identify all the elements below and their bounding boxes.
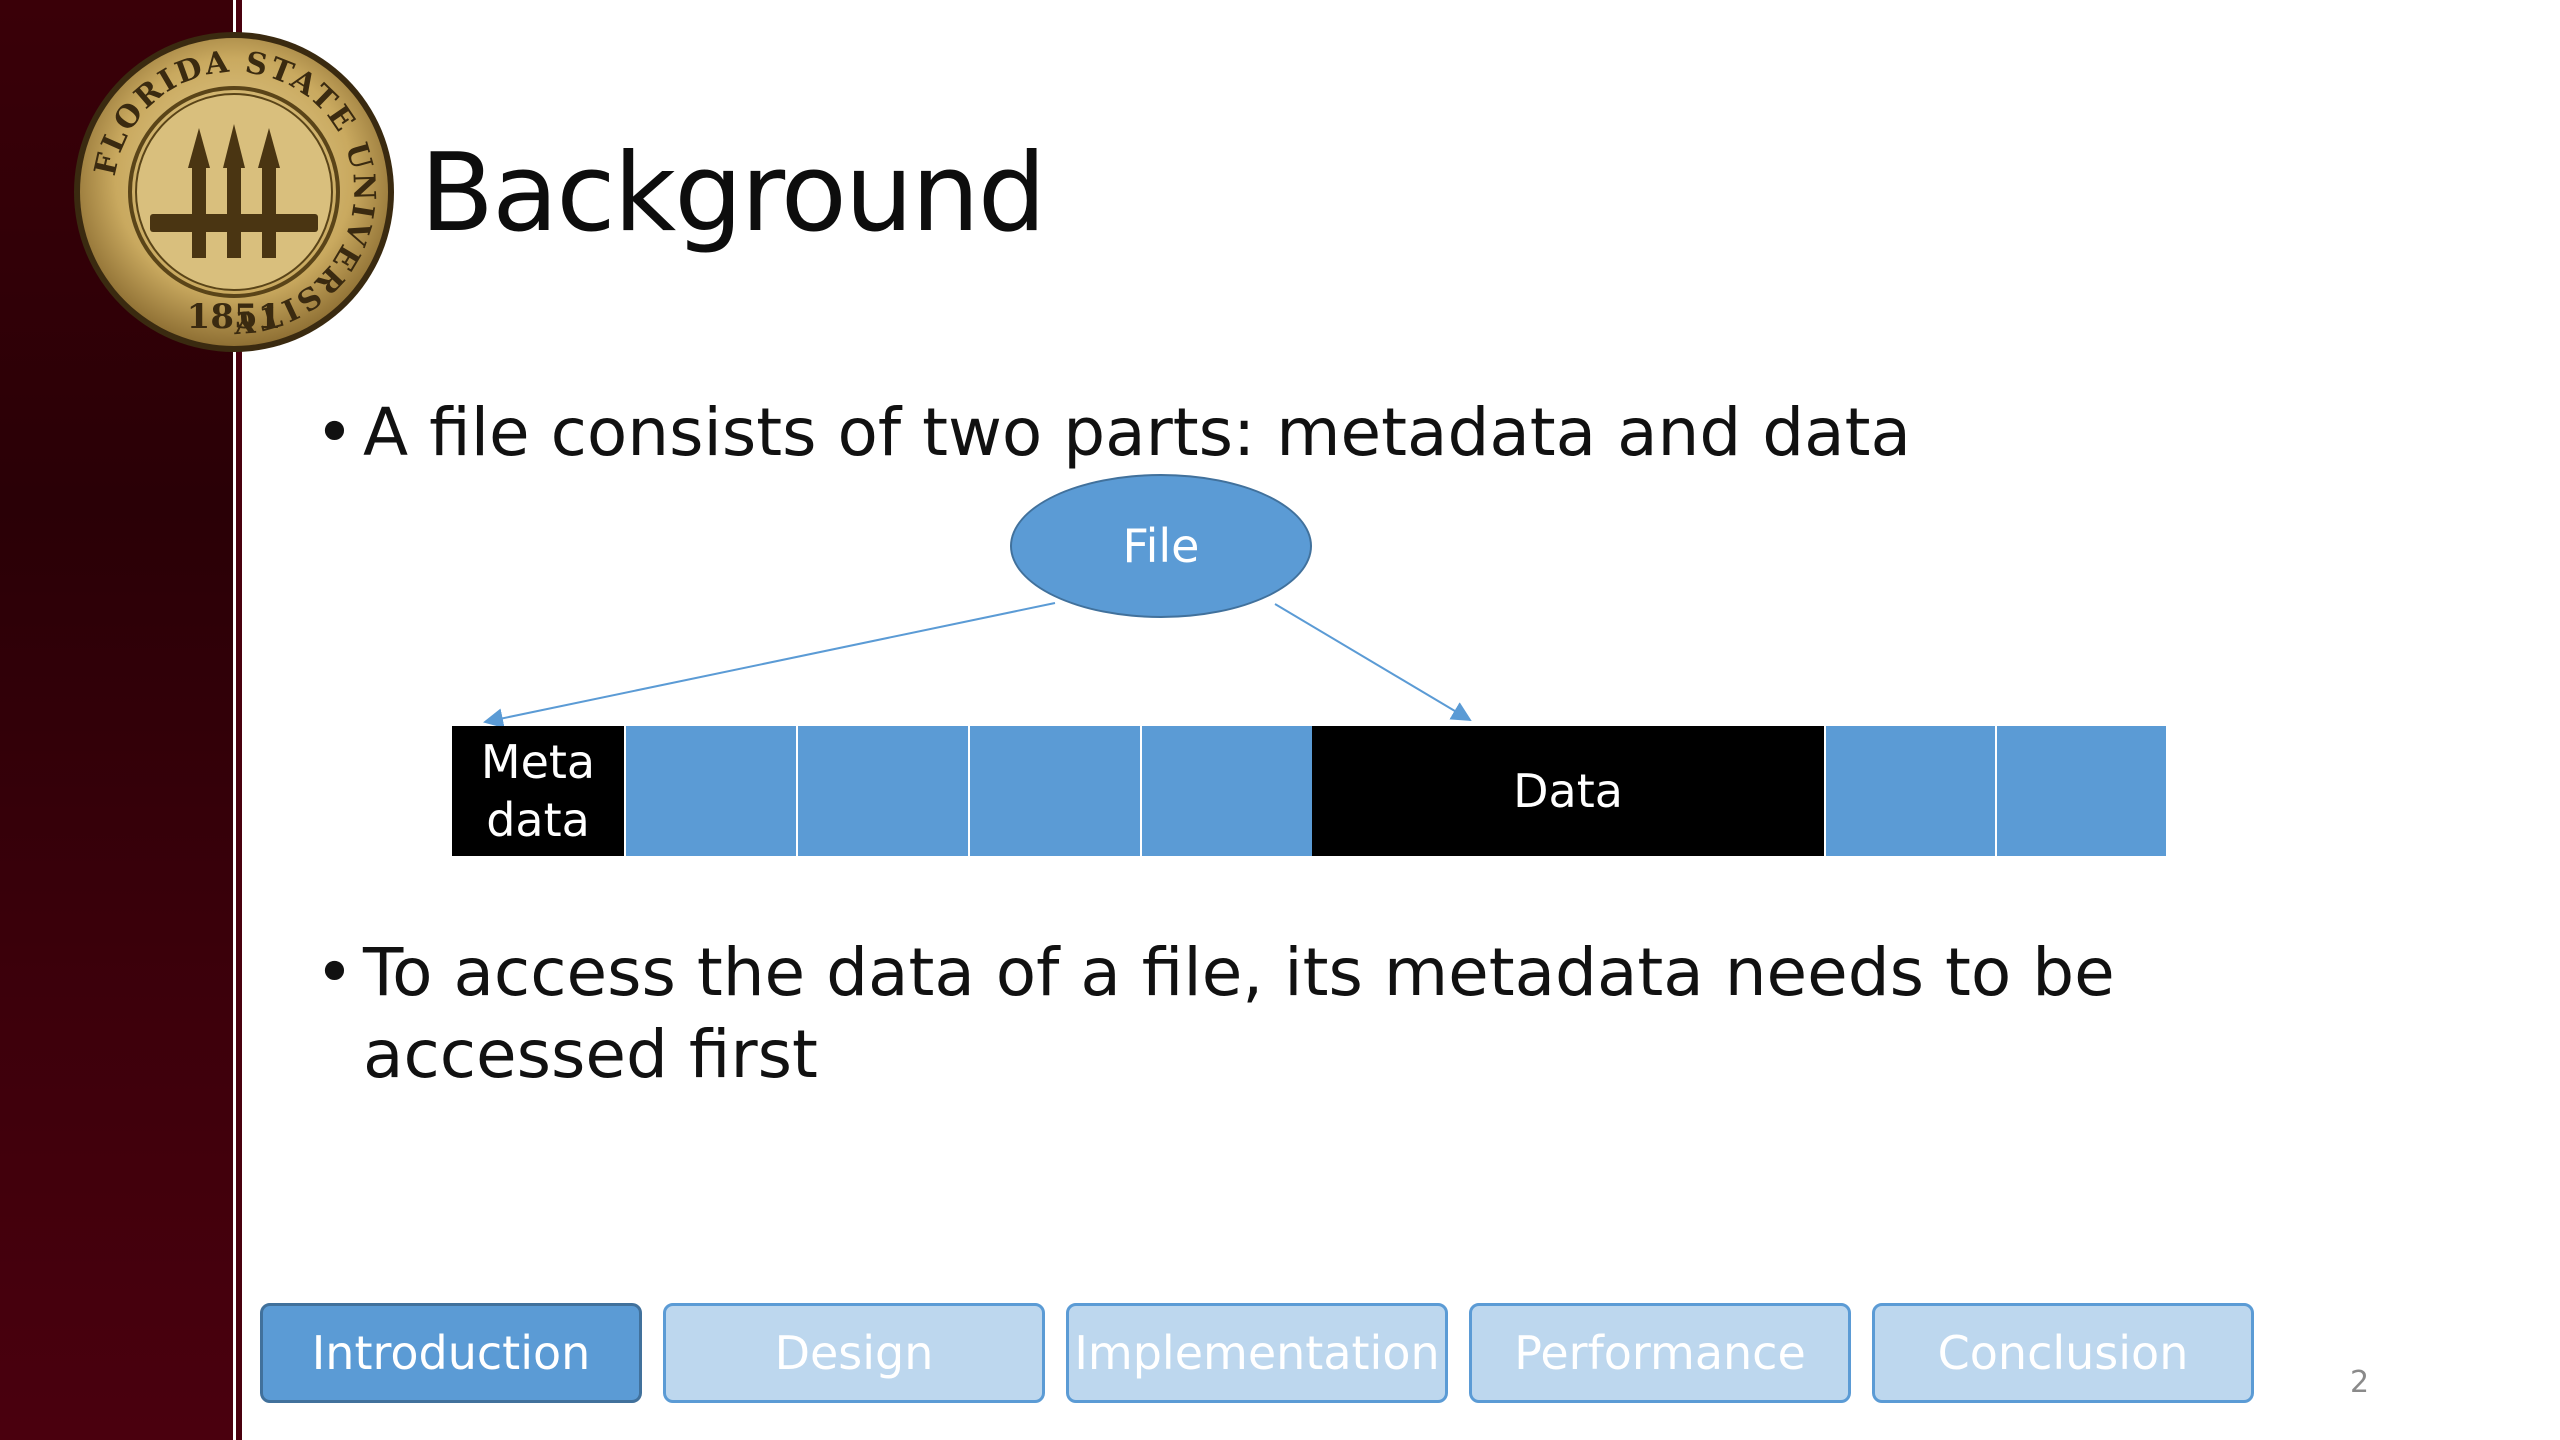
metadata-label-line1: Meta — [480, 735, 596, 789]
bullet-item: • To access the data of a file, its meta… — [315, 932, 2415, 1102]
metadata-label-line2: data — [486, 793, 590, 847]
arrow-to-metadata — [483, 602, 1056, 729]
tab-introduction[interactable]: Introduction — [260, 1303, 642, 1403]
svg-text:1851: 1851 — [187, 297, 282, 337]
tab-conclusion[interactable]: Conclusion — [1872, 1303, 2254, 1403]
slide-title: Background — [420, 131, 1046, 256]
empty-block — [1995, 726, 2166, 856]
bullet-dot-icon: • — [315, 934, 354, 1011]
empty-block — [1140, 726, 1312, 856]
empty-block — [968, 726, 1140, 856]
university-seal-logo: FLORIDA STATE UNIVERSITY 1851 — [74, 32, 394, 352]
bullet-text: To access the data of a file, its metada… — [363, 934, 2115, 1093]
empty-block — [624, 726, 796, 856]
page-number: 2 — [2350, 1365, 2370, 1400]
data-block-label: Data — [1513, 764, 1623, 818]
empty-block — [1824, 726, 1995, 856]
data-block: Data — [1312, 726, 1824, 856]
bullet-text: A file consists of two parts: metadata a… — [363, 394, 1911, 471]
tab-design[interactable]: Design — [663, 1303, 1045, 1403]
empty-block — [796, 726, 968, 856]
bullet-item: • A file consists of two parts: metadata… — [315, 392, 2315, 482]
tab-performance[interactable]: Performance — [1469, 1303, 1851, 1403]
bullet-dot-icon: • — [315, 394, 354, 471]
tab-implementation[interactable]: Implementation — [1066, 1303, 1448, 1403]
arrow-to-data — [1274, 603, 1472, 722]
file-node: File — [1010, 474, 1312, 618]
side-divider — [236, 0, 242, 1440]
